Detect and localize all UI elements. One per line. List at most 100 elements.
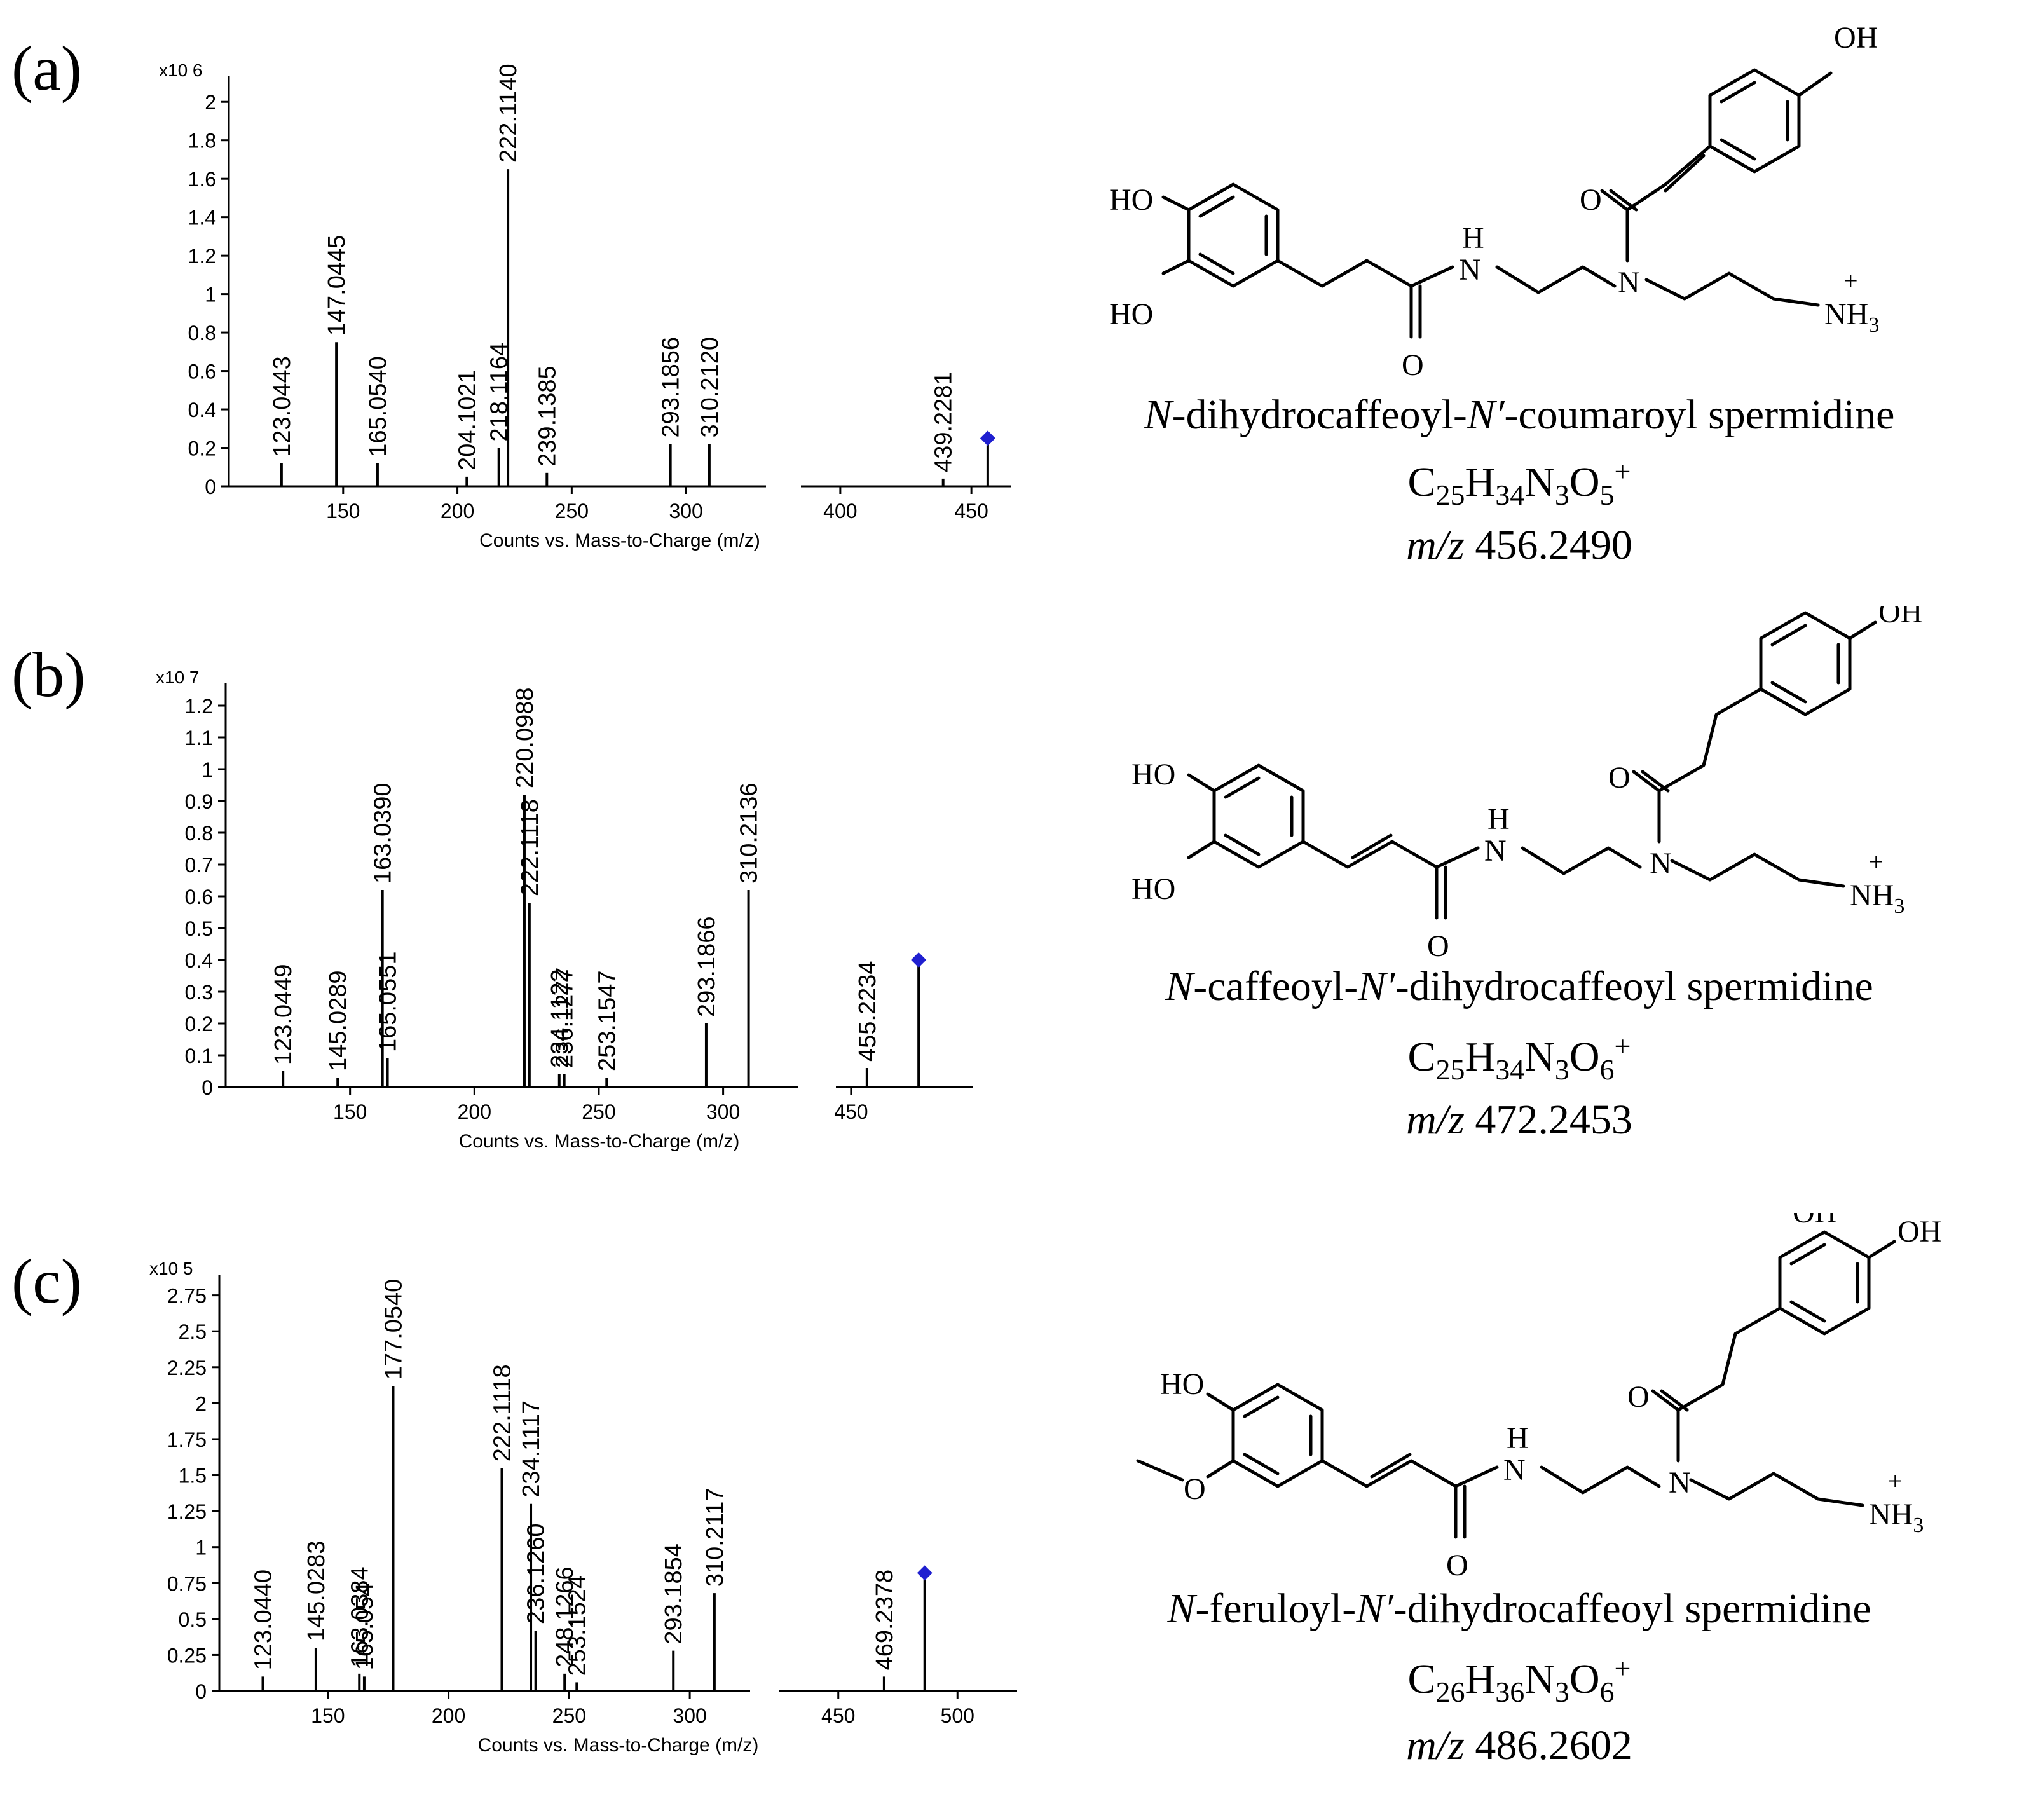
atom-nh3: NH3 [1824, 298, 1879, 337]
mz-value: m/z 472.2453 [1406, 1097, 1632, 1143]
peak-label: 310.2117 [702, 1488, 728, 1587]
peak-label: 123.0440 [250, 1570, 277, 1671]
y-tick-label: 1.75 [167, 1428, 207, 1451]
y-tick-label: 1 [205, 284, 216, 306]
peak-label: 310.2136 [736, 783, 763, 884]
y-tick-label: 0.8 [188, 322, 216, 345]
compound-name: N-caffeoyl-N′-dihydrocaffeoyl spermidine [1165, 963, 1873, 1009]
peak-label: 253.1547 [594, 971, 620, 1072]
molecular-formula: C25H34N3O5+ [1407, 455, 1631, 512]
y-tick-label: 0.4 [188, 399, 216, 421]
peak-label: 222.1118 [517, 799, 544, 896]
y-tick-label: 0 [205, 476, 216, 498]
peak-label: 455.2234 [854, 961, 881, 1062]
x-axis-label: Counts vs. Mass-to-Charge (m/z) [479, 530, 760, 551]
y-tick-label: 0.7 [185, 854, 213, 877]
peak-label: 220.0988 [512, 688, 538, 789]
x-tick-label: 400 [823, 500, 857, 523]
x-tick-label: 450 [954, 500, 988, 523]
atom-ho-1: HO [1160, 1367, 1204, 1401]
y-tick-label: 0.75 [167, 1572, 207, 1595]
mz-value: m/z 486.2602 [1406, 1722, 1632, 1769]
x-tick-label: 200 [458, 1100, 491, 1123]
y-tick-label: 2.5 [179, 1320, 207, 1343]
x-axis-label: Counts vs. Mass-to-Charge (m/z) [459, 1131, 740, 1152]
peak-label: 248.1266 [552, 1566, 578, 1667]
atom-oh-1: OH [1793, 1213, 1836, 1229]
peak-label: 165.0551 [375, 952, 402, 1053]
y-tick-label: 0.1 [185, 1044, 213, 1067]
atom-nh: H [1462, 221, 1484, 255]
atom-oh-2: OH [1897, 1215, 1941, 1249]
charge-plus: + [1869, 847, 1884, 876]
y-tick-label: 0.6 [188, 360, 216, 383]
precursor-marker [917, 1565, 933, 1581]
y-tick-label: 1.2 [188, 245, 216, 268]
y-multiplier-label: x10 7 [156, 667, 200, 687]
atom-ho-2: HO [1132, 872, 1175, 906]
spectrum-chart-c: 00.250.50.7511.251.51.7522.252.52.75x10 … [149, 1259, 1017, 1756]
atom-o-meo: O [1184, 1472, 1206, 1506]
atom-o-2: O [1627, 1380, 1650, 1414]
x-tick-label: 150 [333, 1100, 367, 1123]
x-tick-label: 200 [432, 1704, 465, 1727]
y-tick-label: 0.5 [179, 1608, 207, 1631]
peak-label: 236.1260 [523, 1523, 550, 1624]
x-tick-label: 500 [941, 1704, 974, 1727]
peak-label: 234.1117 [518, 1400, 545, 1498]
y-multiplier-label: x10 6 [159, 60, 203, 80]
charge-plus: + [1843, 266, 1858, 295]
structure-c: HO O O N H N O NH3 + OH OH [1136, 1213, 1941, 1582]
peak-label: 177.0540 [380, 1279, 407, 1379]
x-tick-label: 450 [821, 1704, 855, 1727]
atom-nh3: NH3 [1869, 1498, 1924, 1537]
y-tick-label: 2.75 [167, 1285, 207, 1308]
y-tick-label: 1.1 [185, 727, 213, 749]
atom-nh: H [1487, 802, 1510, 836]
x-tick-label: 250 [582, 1100, 615, 1123]
peak-label: 145.0283 [303, 1541, 330, 1642]
y-tick-label: 1 [195, 1536, 207, 1559]
y-multiplier-label: x10 5 [149, 1259, 193, 1278]
y-tick-label: 1.5 [179, 1465, 207, 1488]
peak-label: 253.1524 [564, 1575, 591, 1676]
peak-label: 293.1854 [660, 1543, 687, 1645]
atom-nh: H [1507, 1421, 1529, 1455]
panel-label: (c) [11, 1246, 82, 1317]
y-tick-label: 0.9 [185, 790, 213, 813]
peak-label: 147.0445 [324, 235, 350, 336]
y-tick-label: 0.2 [185, 1013, 213, 1036]
atom-ho-2: HO [1109, 298, 1153, 331]
peak-label: 222.1118 [489, 1364, 516, 1461]
peak-label: 239.1385 [534, 366, 561, 467]
atom-n-amide: N [1650, 847, 1672, 880]
y-tick-label: 0.4 [185, 949, 213, 972]
y-tick-label: 0.25 [167, 1644, 207, 1667]
atom-o-1: O [1427, 929, 1449, 963]
compound-name: N-dihydrocaffeoyl-N′-coumaroyl spermidin… [1144, 392, 1895, 438]
peak-label: 165.054 [352, 1583, 378, 1670]
peak-label: 123.0443 [269, 356, 296, 457]
atom-o-1: O [1446, 1549, 1468, 1582]
x-tick-label: 250 [555, 500, 589, 523]
peak-label: 236.1277 [552, 968, 578, 1069]
y-tick-label: 1.25 [167, 1500, 207, 1523]
atom-oh-1: OH [1774, 606, 1817, 610]
precursor-marker [980, 430, 995, 446]
x-tick-label: 250 [552, 1704, 586, 1727]
peak-label: 163.0390 [370, 783, 397, 884]
y-tick-label: 2 [205, 91, 216, 114]
y-tick-label: 1 [202, 758, 213, 781]
peak-label: 222.1140 [495, 64, 522, 163]
atom-o-1: O [1402, 348, 1424, 382]
x-tick-label: 300 [669, 500, 702, 523]
y-tick-label: 0.6 [185, 886, 213, 908]
x-axis-label: Counts vs. Mass-to-Charge (m/z) [478, 1735, 759, 1756]
structure-b: HO HO O N H N O NH3 + OH OH [1132, 606, 1922, 963]
atom-o-2: O [1580, 183, 1602, 217]
peak-label: 310.2120 [697, 337, 723, 438]
x-tick-label: 300 [706, 1100, 740, 1123]
